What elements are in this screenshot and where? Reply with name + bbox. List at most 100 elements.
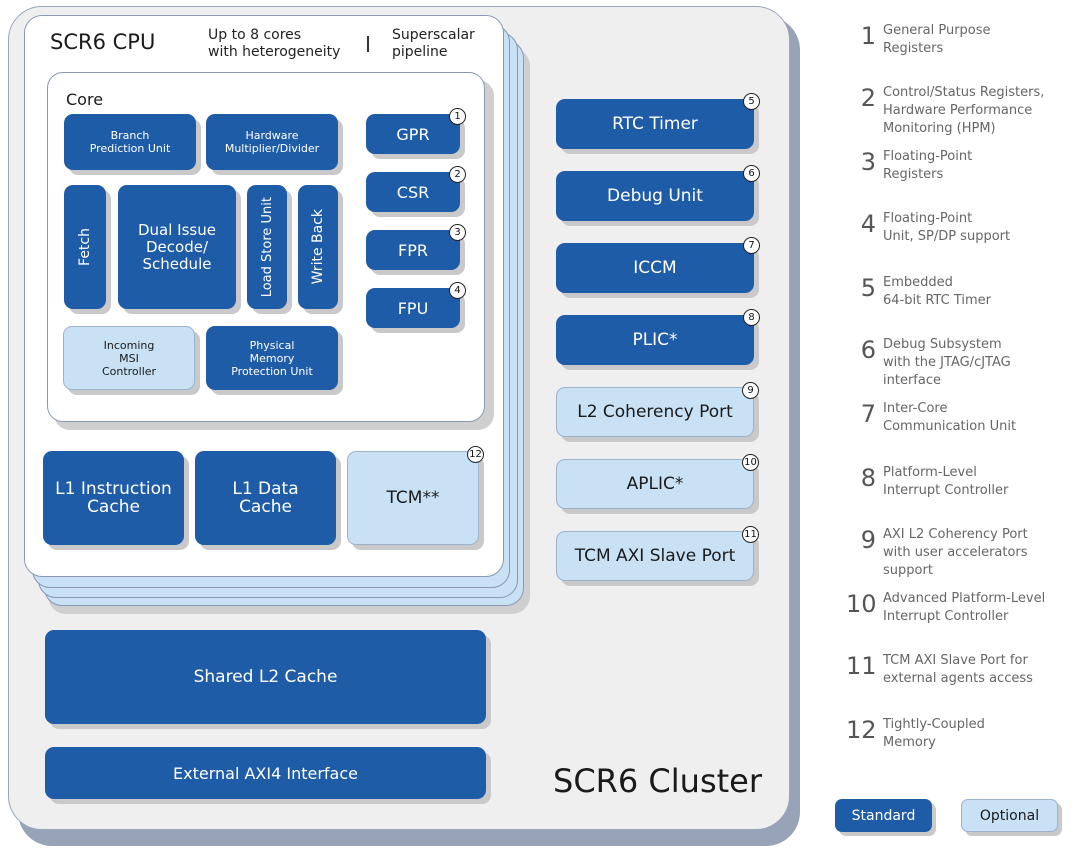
legend-text-11: TCM AXI Slave Port for external agents ac… (883, 652, 1033, 688)
msi-label-2: MSI (119, 351, 139, 365)
branch-prediction-unit[interactable]: Branch Prediction Unit (64, 114, 196, 170)
legend-number-3: 3 (860, 148, 876, 176)
write-back-label: Write Back (310, 209, 326, 285)
legend-line: Control/Status Registers, (883, 85, 1045, 100)
rtc-timer[interactable]: RTC Timer 5 (556, 93, 760, 149)
legend-number-2: 2 (860, 84, 876, 112)
l1i-label-2: Cache (87, 497, 140, 517)
pmp-label-1: Physical (249, 338, 295, 352)
cpu-title: SCR6 CPU (50, 30, 156, 54)
tcm-axi-slave-port[interactable]: TCM AXI Slave Port 11 (556, 526, 759, 581)
legend-line: interface (883, 373, 941, 388)
dual-label-2: Decode/ (145, 237, 208, 256)
cpu-note-pipeline: Superscalar pipeline (392, 27, 475, 61)
legend-line: Memory (883, 735, 936, 750)
fetch-unit[interactable]: Fetch (64, 185, 106, 309)
csr-block[interactable]: CSR 2 (366, 166, 466, 212)
tcm-block[interactable]: TCM** 12 (347, 446, 484, 545)
legend-line: Advanced Platform-Level (883, 591, 1046, 606)
badge-7: 7 (743, 237, 760, 254)
write-back-unit[interactable]: Write Back (298, 185, 338, 309)
tcm-label: TCM** (386, 488, 440, 508)
hmd-label-2: Multiplier/Divider (224, 142, 320, 155)
legend-line: Interrupt Controller (883, 483, 1009, 498)
legend-number-6: 6 (860, 336, 876, 364)
dual-issue-decode-schedule[interactable]: Dual Issue Decode/ Schedule (118, 185, 236, 309)
core-title: Core (66, 90, 104, 109)
msi-label-3: Controller (101, 364, 157, 378)
legend-number-4: 4 (860, 210, 876, 238)
key-optional-label: Optional (979, 807, 1040, 824)
tcm-axi-slave-port-label: TCM AXI Slave Port (574, 546, 736, 566)
legend-number-7: 7 (860, 400, 876, 428)
legend-line: Registers (883, 167, 944, 182)
l1-data-cache[interactable]: L1 Data Cache (195, 451, 336, 545)
cpu-note-cores-line1: Up to 8 cores (208, 27, 302, 43)
l1i-label-1: L1 Instruction (55, 479, 172, 499)
legend-line: Platform-Level (883, 465, 977, 480)
aplic[interactable]: APLIC* 10 (556, 454, 759, 509)
load-store-unit[interactable]: Load Store Unit (247, 185, 287, 309)
external-axi4-label: External AXI4 Interface (173, 763, 358, 783)
gpr-label: GPR (396, 124, 430, 144)
legend-line: TCM AXI Slave Port for (883, 653, 1028, 668)
badge-10: 10 (742, 454, 759, 471)
fpu-label: FPU (397, 298, 429, 318)
legend-line: Unit, SP/DP support (883, 229, 1011, 244)
legend-number-5: 5 (860, 274, 876, 302)
dual-label-3: Schedule (142, 254, 212, 273)
incoming-msi-controller[interactable]: Incoming MSI Controller (63, 326, 195, 390)
gpr-block[interactable]: GPR 1 (366, 108, 466, 154)
legend-number-11: 11 (846, 652, 877, 680)
legend-number-12: 12 (846, 716, 877, 744)
badge-11: 11 (742, 526, 759, 543)
badge-5: 5 (743, 93, 760, 110)
legend-line: Hardware Performance (883, 103, 1033, 118)
legend-line: 64-bit RTC Timer (883, 293, 991, 308)
external-axi4-interface[interactable]: External AXI4 Interface (45, 747, 486, 799)
legend-line: Tightly-Coupled (883, 717, 985, 732)
pmp-label-2: Memory (249, 351, 295, 365)
shared-l2-cache[interactable]: Shared L2 Cache (45, 630, 486, 724)
rtc-timer-label: RTC Timer (612, 114, 698, 134)
legend-line: Inter-Core (883, 401, 948, 416)
hardware-multiplier-divider[interactable]: Hardware Multiplier/Divider (206, 114, 338, 170)
physical-memory-protection-unit[interactable]: Physical Memory Protection Unit (206, 326, 338, 390)
legend-line: Debug Subsystem (883, 337, 1002, 352)
legend-line: support (883, 563, 933, 578)
iccm[interactable]: ICCM 7 (556, 237, 760, 293)
badge-2: 2 (449, 166, 466, 183)
key-optional: Optional (961, 799, 1058, 832)
csr-label: CSR (396, 182, 430, 202)
debug-unit[interactable]: Debug Unit 6 (556, 165, 760, 221)
badge-6: 6 (743, 165, 760, 182)
plic[interactable]: PLIC* 8 (556, 309, 760, 365)
shared-l2-label: Shared L2 Cache (193, 667, 338, 687)
legend-number-8: 8 (860, 464, 876, 492)
cpu-note-separator (367, 36, 369, 52)
fetch-label: Fetch (77, 228, 93, 266)
key-standard: Standard (835, 799, 932, 832)
fpr-block[interactable]: FPR 3 (366, 224, 466, 270)
legend-number-9: 9 (860, 526, 876, 554)
fpu-block[interactable]: FPU 4 (366, 282, 466, 328)
legend-line: external agents access (883, 671, 1033, 686)
legend-line: Communication Unit (883, 419, 1017, 434)
legend-text-2: Control/Status Registers, Hardware Perfor… (883, 84, 1044, 138)
legend-number-10: 10 (846, 590, 877, 618)
legend-number-1: 1 (860, 22, 876, 50)
bpu-label-2: Prediction Unit (89, 142, 171, 155)
cpu-note-pipeline-line2: pipeline (392, 44, 448, 60)
badge-12: 12 (467, 446, 484, 463)
l1-instruction-cache[interactable]: L1 Instruction Cache (43, 451, 184, 545)
l2-coherency-port[interactable]: L2 Coherency Port 9 (556, 382, 759, 437)
l1d-label-1: L1 Data (232, 479, 299, 499)
fpr-label: FPR (398, 240, 428, 260)
